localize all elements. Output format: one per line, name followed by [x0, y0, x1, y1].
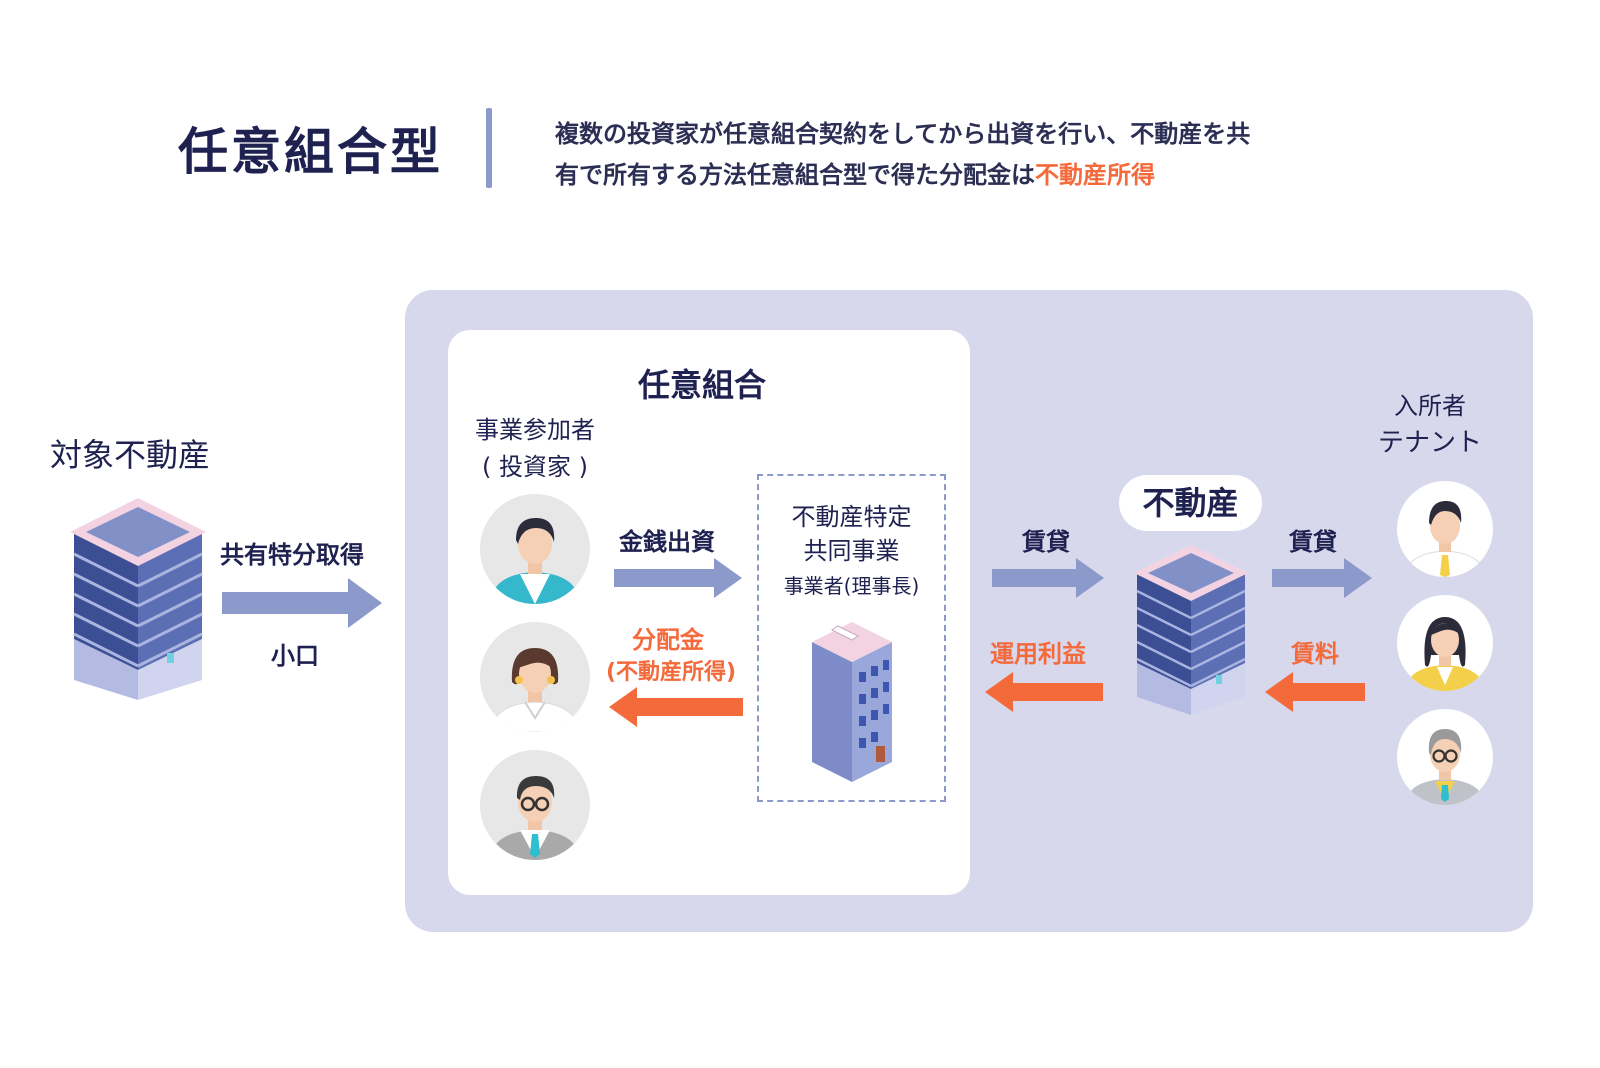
distribution-arrow: [609, 687, 743, 727]
operator-label-line-2: 共同事業: [803, 537, 900, 565]
header-description: 複数の投資家が任意組合契約をしてから出資を行い、不動産を共 有で所有する方法任意…: [555, 114, 1250, 196]
lease-label-right: 賃貸: [1289, 528, 1337, 556]
investor-avatar-senior: [480, 750, 590, 860]
header-divider: [486, 108, 492, 188]
rent-arrow: [1265, 672, 1365, 712]
tenant-avatar-male: [1397, 481, 1493, 577]
tenant-label: テナント: [1377, 428, 1482, 458]
distribution-income-label: (不動産所得): [606, 660, 737, 685]
monetary-investment-label: 金銭出資: [619, 528, 715, 556]
investor-avatar-female: [480, 622, 590, 732]
share-acquisition-label: 共有特分取得: [220, 541, 364, 569]
operator-box: [757, 474, 946, 802]
small-lot-label: 小口: [271, 642, 319, 670]
operator-office-building-icon: [812, 622, 892, 782]
page-title: 任意組合型: [178, 123, 443, 181]
lease-arrow-right: [1272, 558, 1372, 598]
lease-arrow-middle: [992, 558, 1104, 598]
description-line-2: 有で所有する方法任意組合型で得た分配金は不動産所得: [555, 155, 1250, 196]
lease-label-middle: 賃貸: [1022, 528, 1070, 556]
property-label: 不動産: [1119, 475, 1262, 531]
property-building-icon: [1134, 545, 1248, 715]
description-line-2-text: 有で所有する方法任意組合型で得た分配金は: [555, 161, 1035, 189]
participants-label: 事業参加者: [475, 416, 595, 444]
real-estate-income-highlight: 不動産所得: [1035, 161, 1155, 189]
target-property-label: 対象不動産: [50, 436, 211, 474]
operator-label-line-3: 事業者(理事長): [783, 574, 920, 598]
investor-avatar-male: [480, 494, 590, 604]
distribution-label: 分配金: [632, 626, 704, 654]
description-line-1: 複数の投資家が任意組合契約をしてから出資を行い、不動産を共: [555, 120, 1251, 148]
union-title: 任意組合: [638, 366, 767, 404]
tenant-avatar-female: [1397, 595, 1493, 691]
residents-label: 入所者: [1394, 392, 1466, 420]
operating-profit-label: 運用利益: [990, 640, 1086, 668]
operating-profit-arrow: [985, 672, 1103, 712]
investment-arrow: [614, 558, 742, 598]
investors-label: ( 投資家 ): [482, 453, 588, 481]
target-building-icon: [70, 498, 206, 700]
rent-label: 賃料: [1291, 640, 1339, 668]
tenant-avatar-senior: [1397, 709, 1493, 805]
operator-label-line-1: 不動産特定: [791, 503, 912, 531]
share-acquisition-arrow: [222, 578, 382, 628]
